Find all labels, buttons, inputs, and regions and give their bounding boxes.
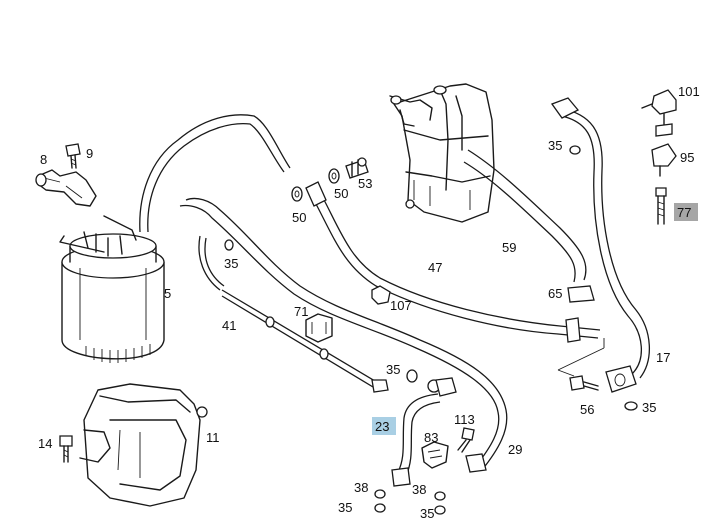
label-101: 101: [678, 84, 700, 99]
label-65: 65: [548, 286, 562, 301]
label-23: 23: [375, 419, 389, 434]
fuel-pipes: [139, 107, 651, 477]
label-8: 8: [40, 152, 47, 167]
label-35-d: 35: [420, 506, 434, 521]
label-5: 5: [164, 286, 171, 301]
label-29: 29: [508, 442, 522, 457]
label-77: 77: [677, 205, 691, 220]
label-35-b: 35: [386, 362, 400, 377]
part-41-line: [221, 289, 389, 393]
part-14-bolt: [59, 435, 73, 463]
part-50-washer-a: [291, 186, 303, 202]
label-35-a: 35: [224, 256, 238, 271]
part-50-washer-b: [328, 168, 340, 184]
part-107-clip: [371, 285, 391, 305]
callout-labels: 8 9 5 14 11 41 71 35 50 50 53 47 59 107 …: [38, 84, 700, 521]
label-9: 9: [86, 146, 93, 161]
label-71: 71: [294, 304, 308, 319]
part-56-bolt: [569, 375, 599, 391]
label-95: 95: [680, 150, 694, 165]
o-rings: [224, 145, 638, 515]
label-38-b: 38: [412, 482, 426, 497]
label-35-f: 35: [642, 400, 656, 415]
label-107: 107: [390, 298, 412, 313]
part-50-fitting: [305, 181, 327, 207]
label-35-c: 35: [338, 500, 352, 515]
label-14: 14: [38, 436, 52, 451]
label-53: 53: [358, 176, 372, 191]
label-56: 56: [580, 402, 594, 417]
part-17-end-fitting: [605, 365, 637, 393]
part-83-clamp: [421, 441, 449, 469]
label-35-e: 35: [548, 138, 562, 153]
part-77-highlight: [674, 203, 698, 221]
label-59: 59: [502, 240, 516, 255]
label-50-b: 50: [334, 186, 348, 201]
part-95-connector: [651, 143, 677, 177]
label-47: 47: [428, 260, 442, 275]
label-50-a: 50: [292, 210, 306, 225]
part-113-bolt: [457, 427, 475, 453]
part-29-end-fitting: [465, 453, 487, 473]
part-101-valve: [641, 89, 677, 137]
part-23-highlight: [372, 417, 396, 435]
label-11: 11: [206, 430, 220, 445]
label-17: 17: [656, 350, 670, 365]
part-59-pump-housing: [389, 83, 495, 223]
part-65-connector: [565, 285, 595, 343]
part-5-fuel-filter: [59, 215, 165, 363]
part-11-bracket: [79, 383, 208, 507]
label-113: 113: [454, 412, 475, 427]
label-41: 41: [222, 318, 236, 333]
part-8-connector: [35, 169, 97, 207]
part-53-banjo-bolt: [345, 157, 369, 179]
part-pipe-end-top: [550, 97, 580, 119]
label-38-a: 38: [354, 480, 368, 495]
part-71-clip: [305, 313, 333, 343]
part-23-fitting: [391, 377, 457, 487]
part-9-bolt: [65, 143, 81, 169]
part-77-valve-pin: [655, 187, 667, 225]
label-83: 83: [424, 430, 438, 445]
bracket-lines: [557, 338, 605, 377]
